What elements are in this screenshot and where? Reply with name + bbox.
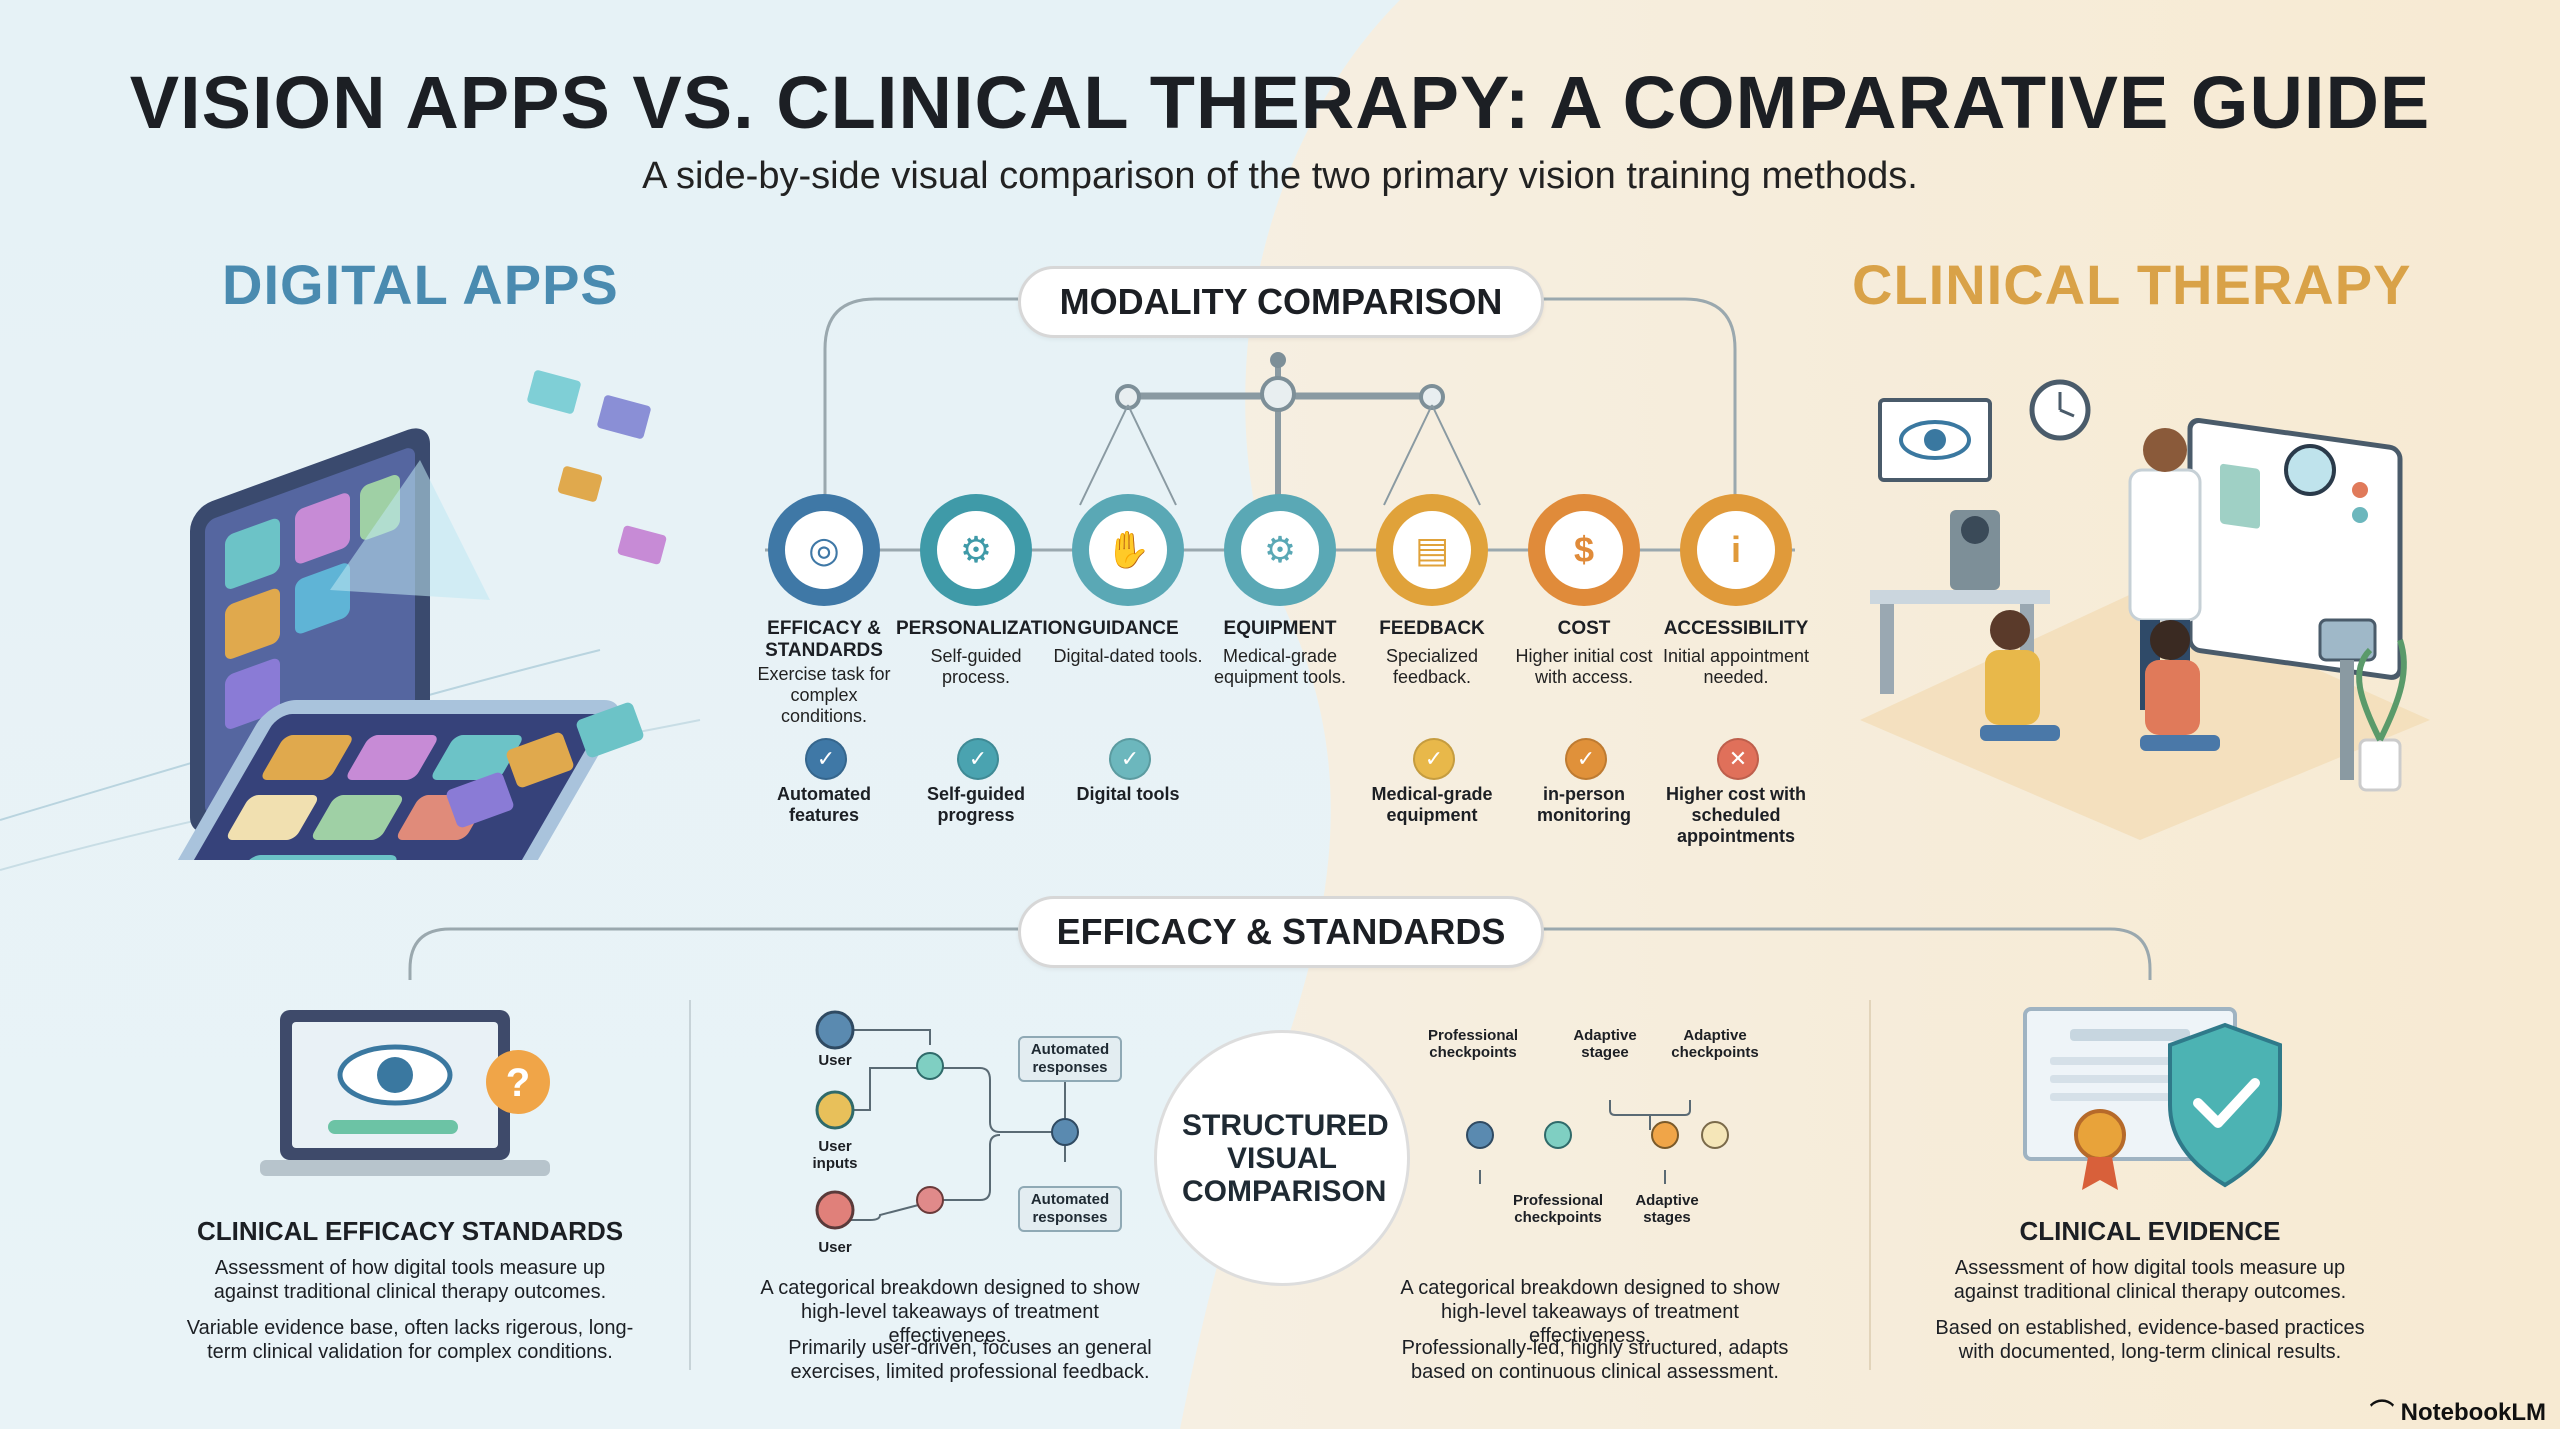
target-icon: ◎: [808, 529, 840, 570]
digital-apps-illustration: [160, 370, 667, 860]
modality-desc: Self-guided process.: [930, 646, 1022, 687]
clinical-evidence-text-2: Based on established, evidence-based pra…: [1935, 1317, 2365, 1363]
clinical-efficacy-text-1: Assessment of how digital tools measure …: [213, 1257, 607, 1303]
structured-visual-comparison: STRUCTURED VISUAL COMPARISON: [1154, 1030, 1410, 1286]
modality-name: FEEDBACK: [1379, 618, 1485, 639]
modality-name: EQUIPMENT: [1223, 618, 1337, 639]
svg-text:?: ?: [506, 1061, 530, 1105]
modality-comparison-label: MODALITY COMPARISON: [1018, 266, 1544, 338]
stage-adaptive-stagee: Adaptive stagee: [1573, 1027, 1637, 1061]
modality-subitem-label: in-person monitoring: [1537, 784, 1631, 825]
mid-left-text-2: Primarily user-driven, focuses an genera…: [788, 1337, 1152, 1383]
modality-desc: Digital-dated tools.: [1053, 646, 1203, 666]
modality-subitem-label: Self-guided progress: [927, 784, 1025, 825]
modality-name: EFFICACY & STANDARDS: [765, 618, 883, 661]
mid-left-text-1: A categorical breakdown designed to show…: [760, 1277, 1140, 1347]
clinical-evidence-heading: CLINICAL EVIDENCE: [2019, 1216, 2281, 1246]
flow-node-user: User: [818, 1239, 852, 1256]
user-flow-diagram: [815, 1010, 1079, 1230]
modality-circle-guidance: ✋: [1072, 494, 1184, 606]
modality-circle-efficacy-standards: ◎: [768, 494, 880, 606]
gear-icon: ⚙: [959, 529, 993, 570]
modality-desc: Specialized feedback.: [1385, 646, 1479, 687]
modality-circle-cost: $: [1528, 494, 1640, 606]
modality-circle-personalization: ⚙: [920, 494, 1032, 606]
modality-subitem-label: Higher cost with scheduled appointments: [1665, 784, 1806, 846]
check-icon: ✓: [805, 738, 847, 780]
notebooklm-logo-icon: ⌒: [2370, 1399, 2401, 1426]
page-subtitle: A side-by-side visual comparison of the …: [642, 155, 1918, 197]
modality-subitem-label: Automated features: [777, 784, 871, 825]
modality-desc: Exercise task for complex conditions.: [757, 664, 891, 726]
modality-subitem-label: Digital tools: [1076, 784, 1180, 804]
mid-right-text-2: Professionally-led, highly structured, a…: [1401, 1337, 1789, 1383]
notebooklm-brand: ⌒ NotebookLM: [2370, 1399, 2546, 1426]
modality-circle-accessibility: i: [1680, 494, 1792, 606]
stage-professional-checkpoints-bottom: Professional checkpoints: [1512, 1192, 1604, 1226]
money-bag-icon: $: [1573, 529, 1595, 570]
modality-circle-feedback: ▤: [1376, 494, 1488, 606]
laptop-eye-illustration: ?: [260, 1010, 550, 1176]
flow-box-automated-responses: Automated responses: [1018, 1186, 1122, 1232]
check-icon: ✓: [1109, 738, 1151, 780]
certificate-shield-illustration: [2023, 1007, 2282, 1190]
chat-icon: ▤: [1414, 529, 1449, 570]
clinical-efficacy-text-2: Variable evidence base, often lacks rige…: [186, 1317, 634, 1363]
clinical-efficacy-standards-heading: CLINICAL EFFICACY STANDARDS: [196, 1216, 624, 1246]
flow-box-automated-responses: Automated responses: [1018, 1036, 1122, 1082]
efficacy-standards-label: EFFICACY & STANDARDS: [1018, 896, 1544, 968]
modality-desc: Higher initial cost with access.: [1515, 646, 1653, 687]
modality-desc: Medical-grade equipment tools.: [1213, 646, 1347, 687]
check-icon: ✓: [1413, 738, 1455, 780]
check-icon: ✓: [957, 738, 999, 780]
stage-adaptive-stages-bottom: Adaptive stages: [1635, 1192, 1699, 1226]
modality-subitem-label: Medical-grade equipment: [1371, 784, 1493, 825]
flow-node-user: User: [818, 1052, 852, 1069]
modality-name: GUIDANCE: [1077, 618, 1179, 639]
clinical-therapy-heading: CLINICAL THERAPY: [1852, 253, 2412, 316]
modality-desc: Initial appointment needed.: [1662, 646, 1810, 687]
modality-name: COST: [1557, 618, 1611, 639]
digital-apps-heading: DIGITAL APPS: [222, 253, 619, 316]
hand-icon: ✋: [1105, 529, 1151, 570]
mid-right-text-1: A categorical breakdown designed to show…: [1400, 1277, 1780, 1347]
check-icon: ✓: [1565, 738, 1607, 780]
stages-diagram: [1466, 1100, 1729, 1184]
stage-adaptive-checkpoints: Adaptive checkpoints: [1671, 1027, 1759, 1061]
info-icon: i: [1730, 529, 1741, 570]
modality-name: ACCESSIBILITY: [1663, 618, 1809, 639]
gears-icon: ⚙: [1263, 529, 1297, 570]
flow-node-user-inputs: User inputs: [812, 1138, 858, 1172]
clinical-evidence-text-1: Assessment of how digital tools measure …: [1953, 1257, 2347, 1303]
page-title: VISION APPS VS. CLINICAL THERAPY: A COMP…: [129, 61, 2431, 144]
clinical-therapy-illustration: [1860, 379, 2430, 840]
modality-name: PERSONALIZATION: [896, 618, 1077, 639]
modality-circle-equipment: ⚙: [1224, 494, 1336, 606]
cross-icon: ✕: [1717, 738, 1759, 780]
stage-professional-checkpoints: Professional checkpoints: [1427, 1027, 1519, 1061]
